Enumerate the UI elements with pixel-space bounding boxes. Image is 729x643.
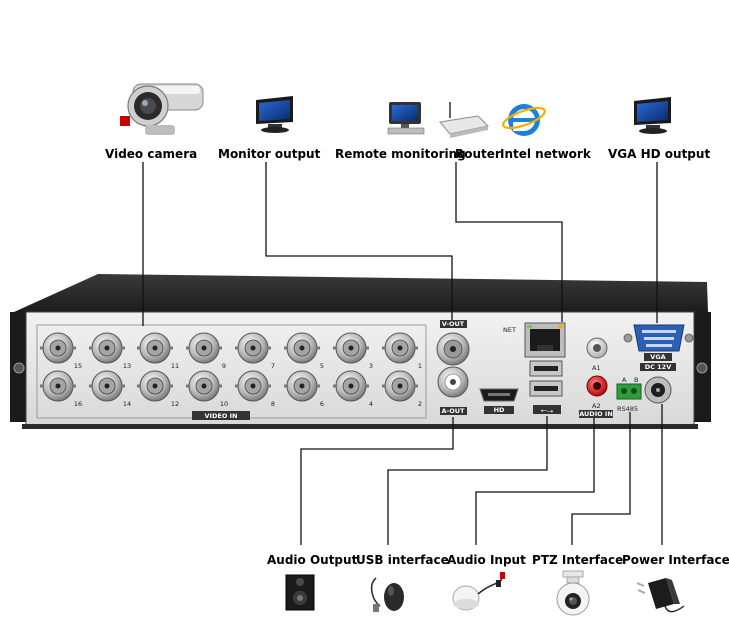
video-in-label: VIDEO IN: [205, 412, 238, 420]
rs485-terminal[interactable]: A B RS485: [616, 376, 642, 413]
channel-number: 4: [369, 400, 373, 408]
bnc-connector[interactable]: 6: [284, 370, 324, 408]
a2-label: A2: [592, 402, 601, 410]
label-intel-network: Intel network: [500, 147, 592, 161]
a-out-label: A-OUT: [442, 407, 466, 415]
bnc-connector[interactable]: 15: [40, 332, 82, 370]
bnc-connector[interactable]: 10: [186, 370, 228, 408]
net-label: NET: [503, 326, 516, 334]
vga-monitor-icon: [634, 97, 671, 134]
dvr-unit: [10, 274, 711, 429]
vga-port[interactable]: VGA: [623, 324, 694, 361]
bnc-connector[interactable]: 12: [137, 370, 179, 408]
channel-number: 2: [418, 400, 422, 408]
bnc-connector[interactable]: 5: [284, 332, 324, 370]
bnc-connector[interactable]: 3: [333, 332, 373, 370]
label-audio-output: Audio Output: [267, 553, 358, 567]
label-power-interface: Power Interface: [622, 553, 729, 567]
usb-mouse-icon: [370, 577, 404, 612]
bnc-connector[interactable]: 13: [89, 332, 131, 370]
rs485-a-label: A: [622, 376, 627, 384]
bnc-connectors: 15 13 11 9 7 5 3 1 16 14 12 10 8 6 4 2: [40, 332, 422, 408]
bnc-connector[interactable]: 7: [235, 332, 275, 370]
dc-power-port[interactable]: DC 12V: [640, 363, 676, 404]
bnc-connector[interactable]: 11: [137, 332, 179, 370]
vga-label: VGA: [650, 353, 665, 361]
power-adapter-icon: [636, 578, 685, 613]
hd-label: HD: [494, 406, 505, 414]
channel-number: 13: [123, 362, 131, 370]
label-vga-hd-output: VGA HD output: [608, 147, 710, 161]
channel-number: 12: [171, 400, 179, 408]
rs485-b-label: B: [634, 376, 638, 384]
bnc-connector[interactable]: 8: [235, 370, 275, 408]
ptz-camera-icon: [556, 570, 590, 616]
bnc-connector[interactable]: 1: [382, 332, 422, 370]
usb-icon: ⭠⭢: [541, 406, 554, 415]
video-camera-icon: [120, 83, 204, 135]
a1-label: A1: [592, 364, 601, 372]
v-out-label: V-OUT: [442, 320, 465, 328]
rs485-label: RS485: [617, 405, 638, 413]
microphone-icon: [452, 572, 505, 611]
channel-number: 11: [171, 362, 179, 370]
router-icon: [439, 102, 490, 138]
label-router: Router: [455, 147, 501, 161]
label-remote-monitoring: Remote monitoring: [335, 147, 466, 161]
channel-number: 9: [222, 362, 226, 370]
internet-browser-icon: [502, 104, 546, 136]
v-out-connector[interactable]: V-OUT: [436, 320, 470, 366]
network-port[interactable]: NET: [503, 322, 566, 358]
channel-number: 3: [369, 362, 373, 370]
label-usb-interface: USB interface: [356, 553, 449, 567]
channel-number: 7: [271, 362, 275, 370]
channel-number: 16: [74, 400, 82, 408]
bnc-connector[interactable]: 4: [333, 370, 373, 408]
bnc-connector[interactable]: 16: [40, 370, 82, 408]
label-audio-input: Audio Input: [447, 553, 526, 567]
speaker-icon: [285, 574, 315, 611]
audio-in-label: AUDIO IN: [579, 410, 613, 418]
channel-number: 10: [220, 400, 228, 408]
label-video-camera: Video camera: [105, 147, 197, 161]
bnc-connector[interactable]: 14: [89, 370, 131, 408]
computer-icon: [387, 102, 425, 135]
usb-ports[interactable]: ⭠⭢: [529, 360, 563, 415]
channel-number: 15: [74, 362, 82, 370]
bnc-connector[interactable]: 2: [382, 370, 422, 408]
label-monitor-output: Monitor output: [218, 147, 321, 161]
channel-number: 1: [418, 362, 422, 370]
monitor-icon: [256, 96, 293, 133]
connection-lines: [142, 162, 663, 545]
a-out-connector[interactable]: A-OUT: [437, 366, 469, 415]
channel-number: 8: [271, 400, 275, 408]
channel-number: 6: [320, 400, 324, 408]
hdmi-port[interactable]: HD: [479, 388, 519, 414]
channel-number: 5: [320, 362, 324, 370]
label-ptz-interface: PTZ Interface: [532, 553, 623, 567]
video-in-block: VIDEO IN: [36, 324, 427, 420]
bnc-connector[interactable]: 9: [186, 332, 226, 370]
dc12v-label: DC 12V: [645, 363, 672, 371]
channel-number: 14: [123, 400, 131, 408]
audio-in-ports[interactable]: A1 A2 AUDIO IN: [579, 337, 613, 418]
